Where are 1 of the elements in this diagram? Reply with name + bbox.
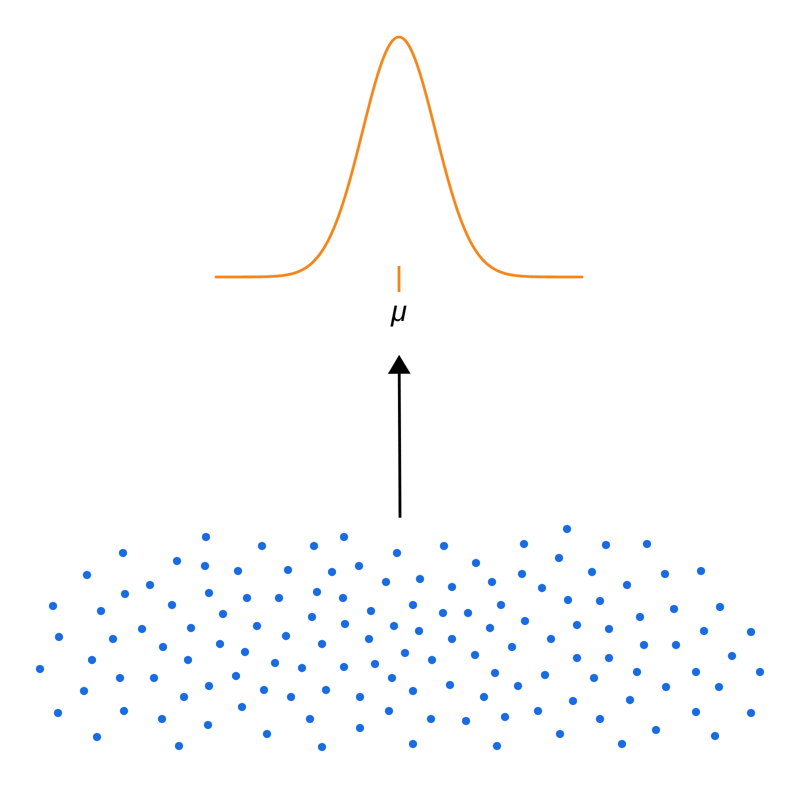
mean-label: μ (390, 306, 406, 327)
